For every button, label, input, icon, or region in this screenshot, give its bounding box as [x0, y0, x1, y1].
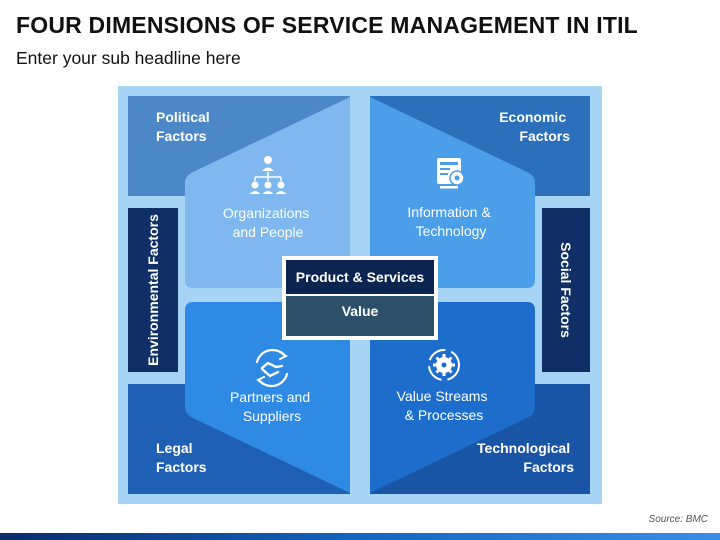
monitor-gear-icon — [437, 158, 465, 189]
product-services-label: Product & Services — [296, 269, 425, 285]
information-technology-shape — [370, 97, 535, 288]
political-factors-label: Political Factors — [156, 109, 214, 144]
technological-factors-label: Technological Factors — [477, 440, 574, 475]
product-services-box — [286, 260, 434, 294]
organizations-people-label: Organizations and People — [223, 205, 313, 240]
value-streams-processes-shape — [370, 302, 535, 493]
social-factors-label: Social Factors — [558, 242, 574, 338]
handshake-icon — [255, 348, 289, 388]
value-box — [286, 296, 434, 336]
partners-suppliers-label: Partners and Suppliers — [230, 389, 314, 424]
social-factors-bar — [542, 208, 590, 372]
environmental-factors-bar — [128, 208, 178, 372]
value-streams-processes-label: Value Streams & Processes — [397, 388, 492, 423]
source-note: Source: BMC — [648, 514, 708, 525]
org-chart-icon — [249, 156, 287, 194]
gear-cycle-icon — [428, 349, 460, 381]
information-technology-label: Information & Technology — [407, 204, 494, 239]
economic-factors-label: Economic Factors — [499, 109, 570, 144]
environmental-factors-label: Environmental Factors — [145, 214, 161, 366]
legal-factors-label: Legal Factors — [156, 440, 207, 475]
value-label: Value — [342, 303, 379, 319]
partners-suppliers-shape — [185, 302, 350, 493]
page-title: FOUR DIMENSIONS OF SERVICE MANAGEMENT IN… — [16, 12, 638, 38]
page-subtitle: Enter your sub headline here — [16, 48, 241, 68]
bottom-accent-bar — [0, 533, 720, 540]
